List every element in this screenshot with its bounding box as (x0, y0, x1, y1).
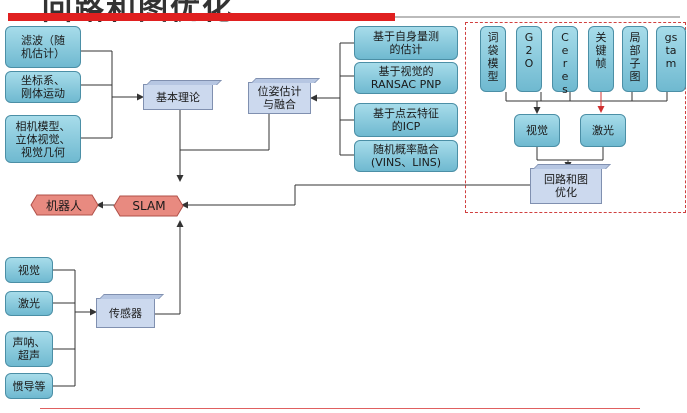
title-bar-line (395, 16, 680, 18)
theory-input-coordinates: 坐标系、 刚体运动 (5, 71, 81, 103)
robot-hexagon (30, 194, 99, 216)
title-bar-accent (8, 13, 395, 21)
loop-laser-node: 激光 (580, 114, 626, 147)
pose-method-icp: 基于点云特征 的ICP (354, 103, 458, 137)
pose-method-self-measure: 基于自身量测 的估计 (354, 26, 458, 60)
loop-graph-opt-node: 回路和图 优化 (530, 164, 611, 204)
slam-label: SLAM (132, 199, 166, 213)
loop-input-bag-of-words: 词 袋 模 型 (480, 26, 506, 92)
loop-graph-opt-label: 回路和图 优化 (544, 173, 588, 199)
basic-theory-label: 基本理论 (156, 90, 200, 104)
loop-closure-region (465, 22, 686, 213)
loop-input-keyframe: 关 键 帧 (588, 26, 614, 92)
theory-input-filtering: 滤波（随 机估计） (5, 26, 81, 68)
loop-input-g2o: G 2 O (516, 26, 542, 92)
theory-input-camera-model: 相机模型、 立体视觉、 视觉几何 (5, 115, 81, 163)
loop-input-local-submap: 局 部 子 图 (622, 26, 648, 92)
loop-vision-node: 视觉 (514, 114, 560, 147)
basic-theory-node: 基本理论 (143, 80, 222, 110)
pose-method-ransac-pnp: 基于视觉的 RANSAC PNP (354, 62, 458, 94)
sensor-input-laser: 激光 (5, 291, 53, 316)
footer-line (40, 408, 640, 409)
robot-label: 机器人 (45, 198, 82, 213)
sensor-input-vision: 视觉 (5, 257, 53, 283)
sensor-input-inertial: 惯导等 (5, 373, 53, 399)
pose-estimation-label: 位姿估计 与融合 (257, 85, 302, 111)
pose-method-fusion: 随机概率融合 (VINS、LINS) (354, 140, 458, 172)
sensor-input-sonar: 声呐、 超声 (5, 331, 53, 367)
pose-estimation-node: 位姿估计 与融合 (248, 78, 320, 114)
slam-hexagon (113, 195, 184, 217)
sensor-label: 传感器 (109, 306, 142, 320)
sensor-node: 传感器 (96, 294, 164, 328)
loop-input-gstam: gs ta m (656, 26, 686, 92)
loop-input-ceres: C e r e s (552, 26, 578, 96)
